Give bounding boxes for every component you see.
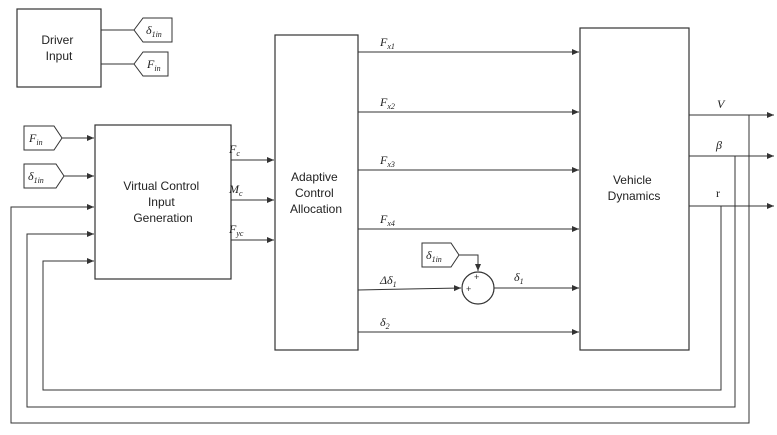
delta-delta1-arrow bbox=[357, 285, 462, 292]
feedback-r-line bbox=[42, 206, 722, 391]
adaptive-allocation-label-line2: Control bbox=[295, 186, 334, 200]
fx2-label: Fx2 bbox=[379, 95, 395, 111]
delta1in-junction-tag bbox=[421, 242, 460, 268]
delta1-label: δ1 bbox=[514, 270, 524, 286]
delta2-label: δ2 bbox=[380, 315, 390, 331]
fx3-label: Fx3 bbox=[379, 153, 395, 169]
vehicle-dynamics-block bbox=[579, 27, 690, 351]
r-label: r bbox=[716, 186, 720, 200]
fc-label: Fc bbox=[228, 142, 240, 158]
adaptive-allocation-label-line3: Allocation bbox=[290, 202, 342, 216]
fx1-label: Fx1 bbox=[379, 35, 395, 51]
adaptive-control-allocation-block bbox=[274, 34, 359, 351]
driver-input-label-line2: Input bbox=[46, 49, 73, 63]
adaptive-allocation-label-line1: Adaptive bbox=[291, 170, 338, 184]
driver-input-label-line1: Driver bbox=[41, 33, 73, 47]
fin-input-tag-label: Fin bbox=[28, 131, 43, 147]
delta1in-input-tag bbox=[23, 163, 65, 189]
beta-label: β bbox=[715, 138, 722, 152]
delta1in-junction-tag-label: δ1in bbox=[426, 248, 442, 264]
delta-delta1-label: Δδ1 bbox=[379, 273, 397, 289]
virtual-control-input-generation-block bbox=[94, 124, 232, 280]
fin-input-tag bbox=[23, 125, 63, 151]
feedback-v-line bbox=[10, 115, 750, 424]
summing-junction-sign-left: + bbox=[466, 284, 471, 294]
delta1in-input-tag-label: δ1in bbox=[28, 169, 44, 185]
virtual-control-label-line2: Input bbox=[148, 195, 175, 209]
delta1in-output-tag-label: δ1in bbox=[146, 23, 162, 39]
delta1in-junction-line bbox=[459, 254, 481, 271]
driver-input-block bbox=[16, 8, 102, 88]
driver-input-label: Driver Input bbox=[41, 33, 76, 63]
adaptive-allocation-label: Adaptive Control Allocation bbox=[290, 170, 342, 216]
mc-label: Mc bbox=[228, 182, 243, 198]
virtual-control-label: Virtual Control Input Generation bbox=[123, 179, 202, 225]
virtual-control-label-line3: Generation bbox=[133, 211, 192, 225]
fin-output-tag bbox=[133, 51, 169, 77]
vehicle-dynamics-label-line2: Dynamics bbox=[608, 189, 661, 203]
fyc-label: Fyc bbox=[228, 222, 244, 238]
vehicle-dynamics-label: Vehicle Dynamics bbox=[608, 173, 661, 203]
feedback-beta-line bbox=[26, 156, 736, 408]
v-label: V bbox=[717, 97, 726, 111]
vehicle-dynamics-label-line1: Vehicle bbox=[613, 173, 652, 187]
fin-output-tag-label: Fin bbox=[146, 57, 161, 73]
delta1in-output-tag bbox=[133, 17, 173, 43]
fx4-label: Fx4 bbox=[379, 212, 395, 228]
summing-junction-sign-top: + bbox=[474, 272, 479, 282]
virtual-control-label-line1: Virtual Control bbox=[123, 179, 199, 193]
